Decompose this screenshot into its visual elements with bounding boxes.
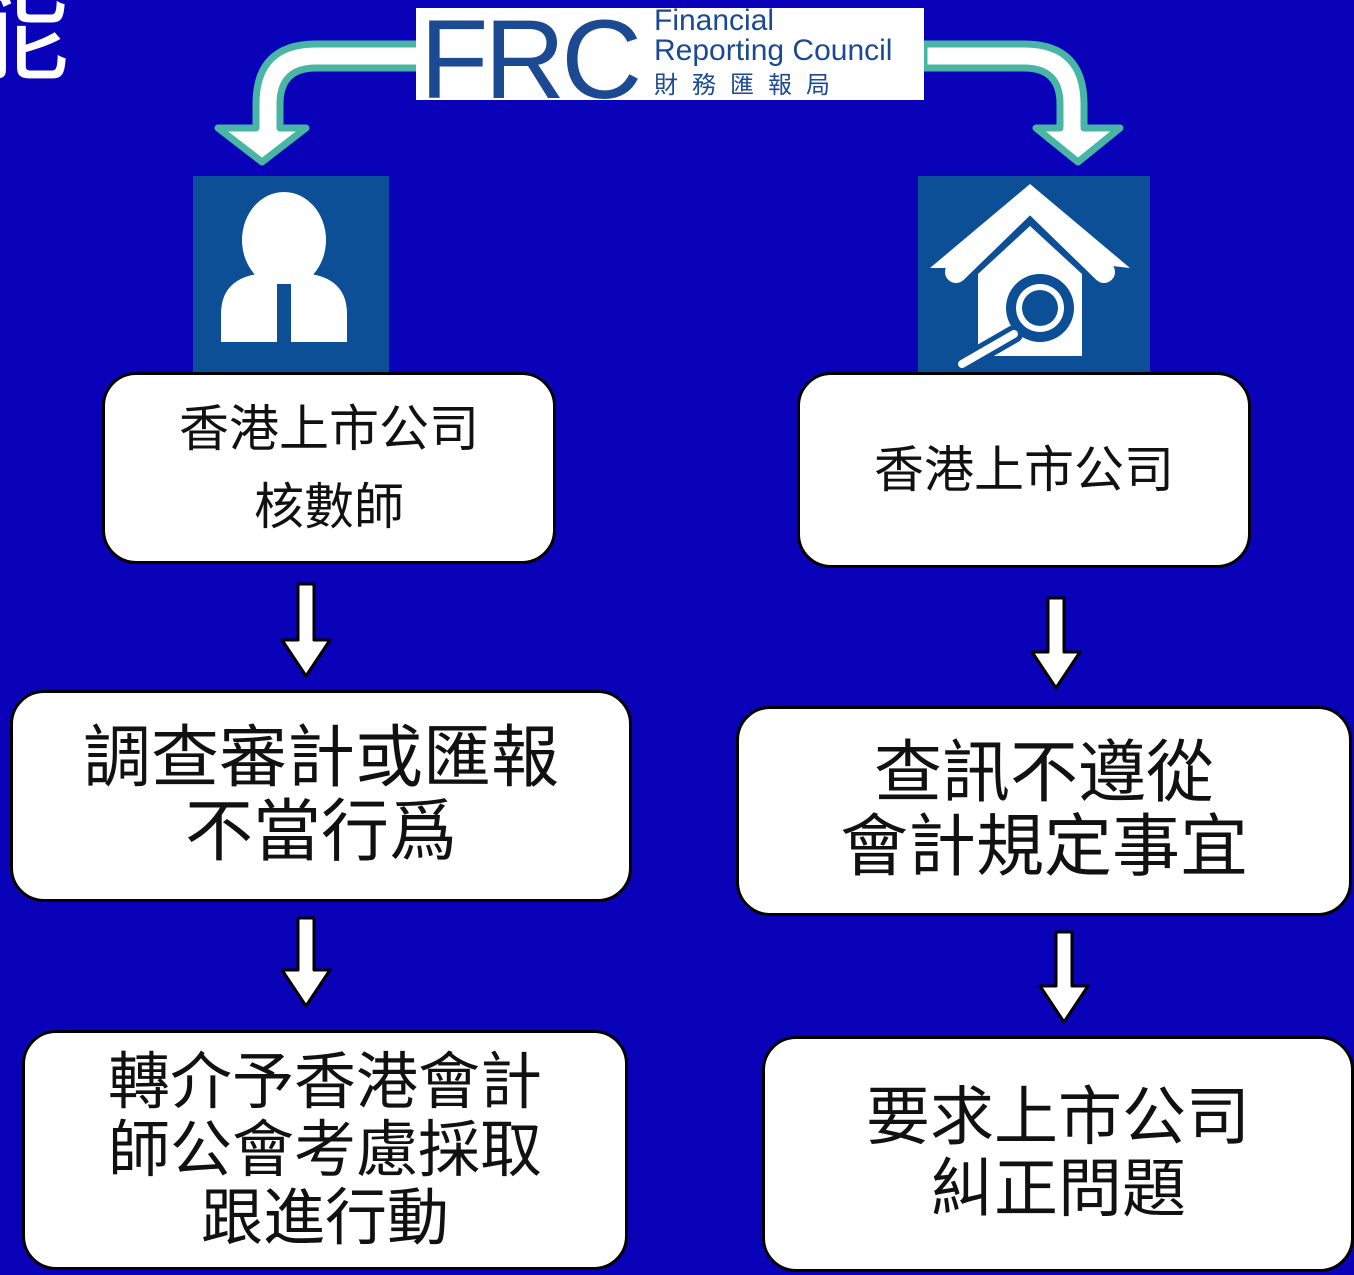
down-arrow-right-2 — [1038, 930, 1090, 1024]
down-arrow-left-2 — [280, 916, 332, 1008]
house-search-icon — [930, 184, 1130, 373]
logo-initials: FRC — [420, 0, 642, 122]
left-curved-arrow — [214, 40, 424, 166]
left-box-auditor-text: 香港上市公司 核數師 — [179, 400, 479, 536]
right-box-enquire-text: 查訊不遵從 會計規定事宜 — [839, 734, 1248, 887]
left-box-investigate: 調查審計或匯報 不當行爲 — [10, 690, 632, 902]
right-box-rectify: 要求上市公司 糾正問題 — [762, 1036, 1354, 1272]
right-box-company-text: 香港上市公司 — [874, 441, 1174, 499]
logo-name-zh: 財務匯報局 — [654, 71, 844, 99]
left-box-auditor: 香港上市公司 核數師 — [102, 372, 556, 564]
page-title-fragment: 能 — [0, 0, 71, 98]
person-icon — [221, 192, 347, 342]
down-arrow-right-1 — [1030, 596, 1082, 690]
left-box-refer: 轉介予香港會計 師公會考慮採取 跟進行動 — [22, 1030, 628, 1270]
logo-name-en: Financial Reporting Council — [654, 4, 893, 67]
right-curved-arrow — [920, 40, 1124, 166]
left-box-investigate-text: 調查審計或匯報 不當行爲 — [82, 719, 559, 872]
right-box-enquire: 查訊不遵從 會計規定事宜 — [736, 706, 1352, 916]
house-icon-tile — [918, 176, 1150, 373]
down-arrow-left-1 — [280, 582, 332, 678]
right-box-company: 香港上市公司 — [797, 372, 1251, 568]
person-icon-tile — [193, 176, 389, 372]
frc-logo: FRC Financial Reporting Council 財務匯報局 — [416, 4, 924, 116]
right-box-rectify-text: 要求上市公司 糾正問題 — [866, 1081, 1250, 1227]
left-box-refer-text: 轉介予香港會計 師公會考慮採取 跟進行動 — [107, 1045, 542, 1254]
